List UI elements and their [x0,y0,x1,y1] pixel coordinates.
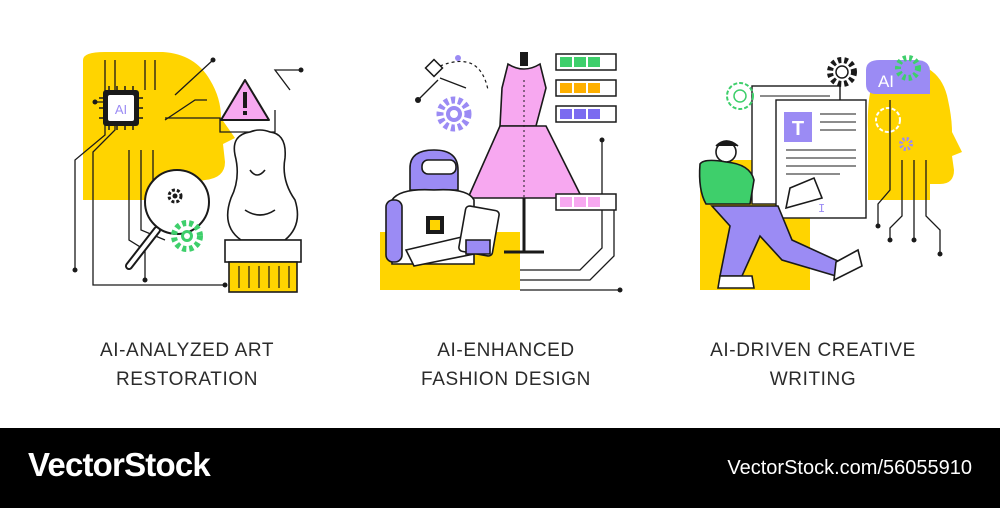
brand-logo: VectorStock [28,446,211,483]
gear-icon [895,55,921,81]
caption-creative-writing: AI-DRIVEN CREATIVE WRITING [663,336,963,394]
caption-line-2: FASHION DESIGN [421,369,591,390]
svg-text:I: I [818,202,825,216]
art-restoration-illustration: AI [45,40,345,300]
color-palette [555,53,617,211]
caption-line-1: AI-ENHANCED [437,340,575,361]
creative-writing-svg: T I AI [698,55,962,290]
circuit-lines [74,59,301,286]
ai-chip-icon: AI [99,86,143,130]
text-document-icon: T [784,112,812,142]
robot-figure [385,149,500,267]
ai-badge: AI [866,60,930,94]
gear-icon [436,96,472,132]
caption-line-1: AI-ANALYZED ART [99,340,275,361]
chip-label: AI [115,102,127,117]
watermark-bar: VectorStock VectorStock.com/56055910 [0,428,1000,508]
head-silhouette [867,61,962,200]
fashion-design-illustration [370,40,670,300]
caption-fashion-design: AI-ENHANCED FASHION DESIGN [356,336,656,394]
pedestal [224,239,302,293]
image-id-text: VectorStock.com/56055910 [727,457,972,479]
caption-line-2: WRITING [769,369,857,390]
caption-line-2: RESTORATION [115,369,259,390]
caption-line-1: AI-DRIVEN CREATIVE [710,340,916,361]
gear-icon [726,82,754,110]
fashion-design-svg [380,52,623,293]
diamond-shape [424,58,444,78]
warning-icon [220,79,270,121]
sculpture-torso [226,129,299,241]
person-writing [698,140,863,289]
creative-writing-illustration: T I AI [690,40,990,300]
circuit-lines [877,100,941,254]
head-ai-label: AI [878,72,894,91]
gear-icon [827,57,857,87]
head-silhouette [83,52,235,200]
gear-icon [171,220,203,252]
art-restoration-svg: AI [72,52,304,293]
gear-icon [167,188,183,204]
dress-mannequin [466,52,584,254]
doc-icon-letter: T [792,118,804,140]
caption-art-restoration: AI-ANALYZED ART RESTORATION [37,336,337,394]
gear-icon [875,107,913,151]
